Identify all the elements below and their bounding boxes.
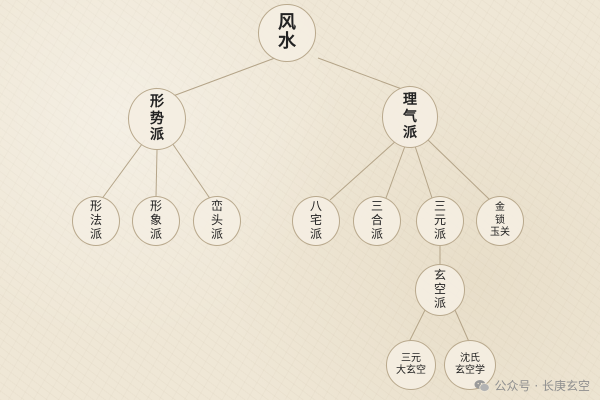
node-sanyuan-pai: 三 元 派 (416, 196, 464, 246)
edge-liqi-sanhe (385, 145, 406, 199)
node-sanyuan-daxuankong: 三元 大玄空 (386, 340, 436, 390)
node-fengshui: 风 水 (258, 4, 316, 62)
edge-liqi-sanyuan (414, 145, 433, 199)
node-jinsuo-yuguan: 金 锁 玉关 (476, 196, 524, 246)
node-xingfa-pai: 形 法 派 (72, 196, 120, 246)
edge-root-xingshi (172, 57, 276, 97)
edge-xuankong-shenshi (454, 309, 471, 345)
edge-liqi-jinsuo (427, 139, 491, 201)
watermark: 公众号 · 长庚玄空 (474, 377, 590, 394)
node-shenshi-xuankongxue: 沈氏 玄空学 (444, 340, 496, 390)
edge-xingshi-xingxiang (155, 149, 158, 198)
edge-xingshi-xingfa (100, 139, 146, 201)
edge-xingshi-luantou (169, 139, 212, 201)
node-xuankong-pai: 玄 空 派 (415, 264, 465, 316)
edge-root-liqi (317, 57, 411, 93)
node-luantou-pai: 峦 头 派 (193, 196, 241, 246)
node-liqi-pai: 理 气 派 (382, 86, 438, 148)
wechat-icon (474, 379, 490, 392)
node-bazhai-pai: 八 宅 派 (292, 196, 340, 246)
node-sanhe-pai: 三 合 派 (353, 196, 401, 246)
node-xingshi-pai: 形 势 派 (128, 88, 186, 150)
edge-xuankong-sanyuan-dxk (407, 309, 426, 345)
edge-liqi-bazhai (329, 139, 398, 201)
watermark-text: 公众号 · 长庚玄空 (494, 379, 590, 393)
node-xingxiang-pai: 形 象 派 (132, 196, 180, 246)
